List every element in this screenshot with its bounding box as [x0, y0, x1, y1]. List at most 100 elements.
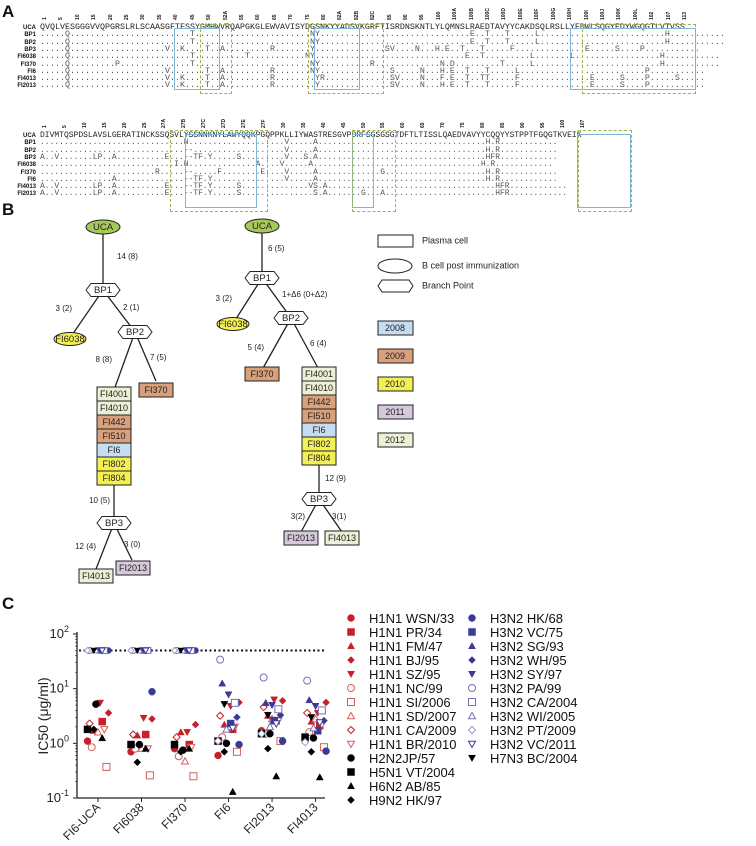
- y-axis-label: IC50 (μg/ml): [35, 677, 51, 754]
- plasma-cell-node: [115, 560, 151, 576]
- data-point: [315, 773, 324, 781]
- data-point: [218, 679, 227, 687]
- heavy-tick: 100I: [583, 10, 590, 20]
- light-tick: 20: [121, 122, 128, 128]
- light-tick: 90: [519, 122, 526, 128]
- plasma-cell-node: [78, 568, 114, 584]
- heavy-tick: 52A: [222, 10, 229, 20]
- edge-label: 3 (2): [56, 304, 73, 313]
- panel-label-a: A: [2, 2, 15, 21]
- data-point: [92, 700, 100, 708]
- heavy-tick: 10: [74, 14, 81, 20]
- heavy-tick: 15: [91, 14, 98, 20]
- legend-marker: [467, 740, 477, 749]
- node-label: FI802: [102, 459, 125, 469]
- chart-points: [83, 646, 330, 795]
- data-point: [139, 715, 148, 723]
- data-point: [224, 691, 233, 699]
- data-point: [233, 713, 241, 722]
- data-point: [220, 701, 229, 709]
- x-tick-label: FI6: [211, 800, 233, 822]
- light-tick: 60: [400, 122, 407, 128]
- sequence-label: UCA: [23, 133, 36, 139]
- legend-label: H1N1 BR/2010: [369, 737, 456, 752]
- sequence-text: .....Q........................T.........…: [40, 37, 725, 47]
- node-label: BP1: [253, 273, 271, 284]
- y-tick-base: 10: [50, 681, 64, 696]
- plasma-cell-node: [324, 530, 360, 546]
- legend-label: H3N2 SY/97: [490, 667, 562, 682]
- data-point: [213, 736, 223, 746]
- legend-marker: [347, 781, 355, 790]
- sequence-text: ............................I.N.........…: [40, 160, 553, 170]
- data-point: [266, 729, 274, 738]
- legend-label: H3N2 PA/99: [490, 681, 561, 696]
- data-point: [102, 762, 111, 771]
- data-point: [185, 647, 194, 655]
- sequence-label: FI2013: [17, 191, 36, 198]
- data-point: [183, 729, 192, 737]
- branch-point-node: [96, 516, 132, 530]
- node-label: FI442: [307, 397, 330, 407]
- legend-label: H1N1 BJ/95: [369, 653, 439, 668]
- cdr-l1-kabat-box: [170, 130, 268, 212]
- data-point: [214, 751, 222, 760]
- heavy-tick: 100L: [632, 8, 639, 20]
- legend-label: H1N1 FM/47: [369, 639, 443, 654]
- data-point: [235, 740, 243, 749]
- legend-label: H6N2 AB/85: [369, 779, 441, 794]
- data-point: [128, 730, 138, 739]
- data-point: [83, 737, 92, 745]
- edge-label: 12 (4): [75, 542, 96, 551]
- light-tick: 85: [499, 122, 506, 128]
- light-tick: 107: [579, 119, 586, 128]
- legend-label: H1N1 CA/2009: [369, 723, 456, 738]
- node-label: FI804: [102, 473, 125, 483]
- data-point: [133, 647, 141, 654]
- data-point: [278, 737, 287, 745]
- legend-marker: [468, 684, 476, 692]
- branch-point-node: [85, 283, 121, 297]
- bcell-node: [216, 317, 250, 331]
- data-point: [315, 719, 325, 728]
- legend-label: H7N3 BC/2004: [490, 751, 577, 766]
- cdr-h1-kabat-box: [200, 24, 232, 94]
- heavy-tick: 55: [238, 14, 245, 20]
- x-tick-label: FI6038: [110, 800, 147, 837]
- legend-shape-label: B cell post immunization: [422, 260, 519, 270]
- data-point: [305, 696, 314, 704]
- y-tick-label: 100: [50, 733, 69, 750]
- y-tick-base: 10: [50, 735, 64, 750]
- legend-marker: [347, 614, 355, 622]
- tree-edge: [69, 289, 104, 339]
- data-point: [230, 698, 239, 707]
- data-point: [145, 771, 154, 780]
- sequence-label: FI6038: [17, 162, 36, 169]
- data-point: [127, 740, 135, 749]
- light-tick: 27D: [221, 118, 228, 128]
- branch-point-node: [117, 325, 153, 339]
- legend-marker: [468, 698, 476, 706]
- data-point: [135, 740, 144, 749]
- legend-year-swatch: [377, 376, 414, 392]
- lineage-trees: 14 (8)3 (2)2 (1)8 (8)7 (5)10 (5)12 (4)3 …: [53, 218, 519, 584]
- y-tick-label: 10-1: [47, 788, 69, 805]
- sequence-label: FI4013: [17, 76, 36, 83]
- legend-label: H3N2 PT/2009: [490, 723, 576, 738]
- plasma-cell-node: [244, 366, 280, 382]
- node-label: FI370: [250, 369, 273, 379]
- legend-shape-label: Plasma cell: [422, 235, 468, 245]
- legend-label: H3N2 CA/2004: [490, 695, 577, 710]
- legend-label: H3N2 WH/95: [490, 653, 567, 668]
- x-tick-label: FI6-UCA: [60, 800, 103, 843]
- y-tick-exp: 2: [64, 624, 69, 634]
- data-point: [141, 744, 150, 752]
- sequence-label: FI370: [20, 169, 36, 176]
- legend-label: H9N2 HK/97: [369, 793, 442, 808]
- sequence-label: FI2013: [17, 83, 36, 90]
- node-label: BP3: [105, 518, 123, 529]
- light-tick: 55: [380, 122, 387, 128]
- data-point: [257, 729, 266, 738]
